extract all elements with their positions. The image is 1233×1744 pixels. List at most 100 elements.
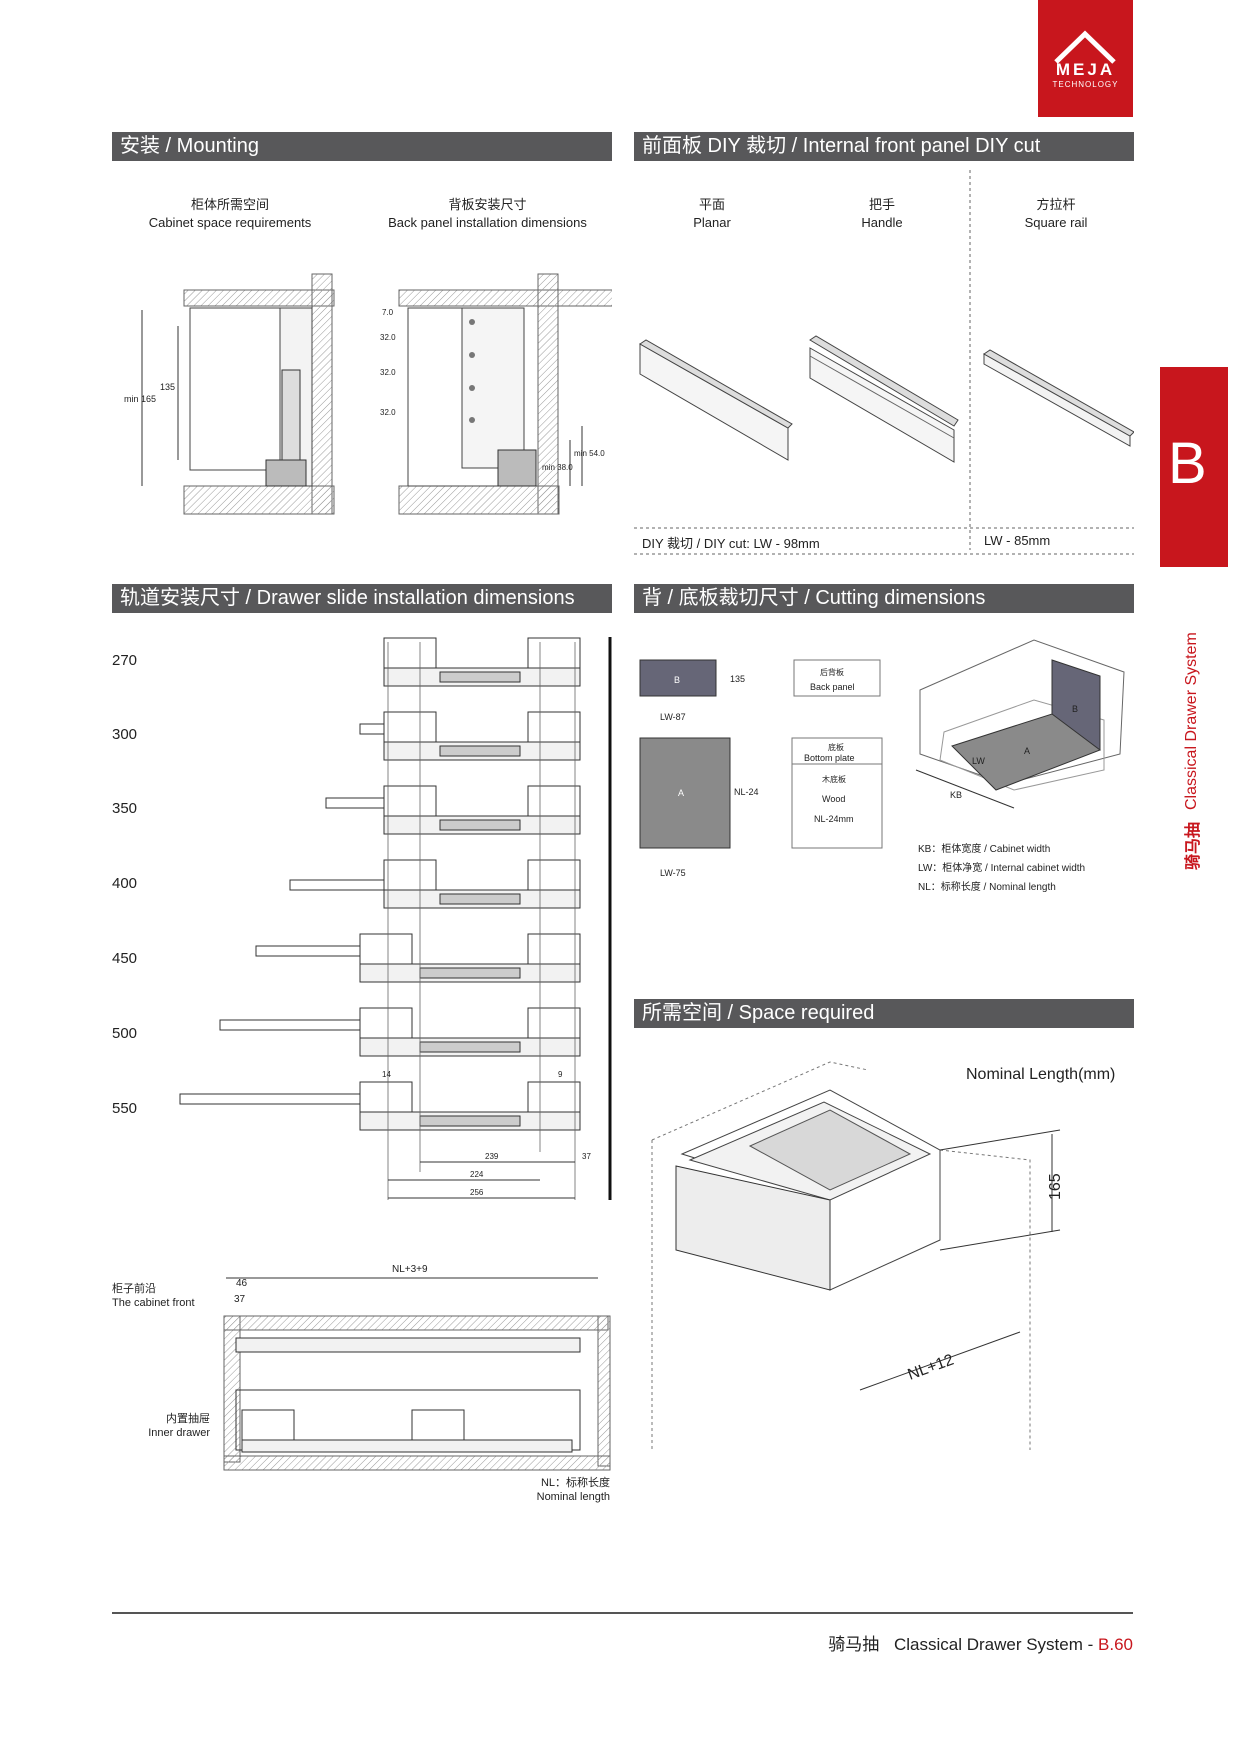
wood-nl: NL-24mm <box>814 814 854 824</box>
dim-224: 224 <box>470 1170 484 1179</box>
dim-14: 14 <box>382 1070 391 1079</box>
iso-b: B <box>1072 704 1078 714</box>
dim-32c: 32.0 <box>380 408 396 417</box>
back-panel-cn: 后背板 <box>820 667 844 677</box>
note-cn: NL：标称长度 <box>540 1477 610 1489</box>
slide-row <box>179 1081 581 1131</box>
cabinet-front-label: 柜子前沿 The cabinet front <box>112 1282 195 1310</box>
header-cutting: 背 / 底板裁切尺寸 / Cutting dimensions <box>634 584 1134 613</box>
vertical-title-en: Classical Drawer System <box>1183 632 1200 810</box>
caption-en: Square rail <box>1024 215 1088 230</box>
brand-sub: TECHNOLOGY <box>1052 80 1119 89</box>
back-panel-en: Back panel <box>810 682 855 692</box>
cutting-drawings: B 135 LW-87 A NL-24 LW-75 后背板 Back panel… <box>639 639 1125 878</box>
dim-135: 135 <box>160 382 175 392</box>
slide-row <box>325 785 581 835</box>
brand-logo: MEJA TECHNOLOGY <box>1038 0 1133 117</box>
caption-cn: 把手 <box>868 197 895 212</box>
cut-lw87: LW-87 <box>660 712 686 722</box>
dim-256: 256 <box>470 1188 484 1197</box>
caption-cn: 背板安装尺寸 <box>448 197 527 212</box>
nominal-length-label: Nominal Length(mm) <box>966 1066 1116 1083</box>
slide-row <box>383 637 581 687</box>
header-space: 所需空间 / Space required <box>634 999 1134 1028</box>
slide-row <box>359 711 581 761</box>
slide-installation-drawing: 14 9 239 37 224 256 <box>179 637 612 1200</box>
diy-note-2: LW - 85mm <box>984 533 1051 548</box>
header-mounting: 安装 / Mounting <box>112 132 612 161</box>
caption-cn: 方拉杆 <box>1036 197 1076 212</box>
iso-lw: LW <box>972 756 985 766</box>
cut-a: A <box>678 788 684 798</box>
length-label: 450 <box>112 950 138 967</box>
caption-square-rail: 方拉杆 Square rail <box>1006 196 1106 232</box>
diy-note-1: DIY 裁切 / DIY cut: LW - 98mm <box>642 536 820 551</box>
cabinet-space-drawing <box>141 273 335 515</box>
space-required-drawing: 165 NL+12 <box>651 1061 1064 1450</box>
iso-a: A <box>1024 746 1030 756</box>
dim-min165: min 165 <box>124 394 156 404</box>
length-label: 300 <box>112 726 138 743</box>
legend-lw: LW：柜体净宽 / Internal cabinet width <box>918 863 1086 874</box>
diy-panels <box>634 170 1134 555</box>
dim-32a: 32.0 <box>380 333 396 342</box>
dim-nl39: NL+3+9 <box>392 1264 428 1275</box>
section-letter: B <box>1168 431 1207 496</box>
label-en: The cabinet front <box>112 1297 195 1309</box>
footer-rule <box>112 1612 1133 1614</box>
label-cn: 柜子前沿 <box>112 1283 156 1295</box>
slide-row <box>255 933 581 983</box>
length-label: 500 <box>112 1025 138 1042</box>
dim-165: 165 <box>1047 1173 1064 1200</box>
dim-32b: 32.0 <box>380 368 396 377</box>
length-label: 550 <box>112 1100 138 1117</box>
bottom-plate-en: Bottom plate <box>804 753 855 763</box>
length-label: 400 <box>112 875 138 892</box>
nominal-length-note: NL：标称长度 Nominal length <box>498 1476 610 1504</box>
dim-239: 239 <box>485 1152 499 1161</box>
cut-b: B <box>674 675 680 685</box>
legend-kb: KB：柜体宽度 / Cabinet width <box>918 844 1051 855</box>
caption-back-panel: 背板安装尺寸 Back panel installation dimension… <box>370 196 605 232</box>
header-slide: 轨道安装尺寸 / Drawer slide installation dimen… <box>112 584 612 613</box>
legend-nl: NL：标称长度 / Nominal length <box>918 882 1056 893</box>
cut-135: 135 <box>730 674 745 684</box>
vertical-section-title: Classical Drawer System 骑马抽 <box>1183 632 1202 870</box>
dim-37: 37 <box>582 1152 591 1161</box>
dim-nl12: NL+12 <box>906 1351 957 1383</box>
brand-name: MEJA <box>1055 60 1116 79</box>
dim-7: 7.0 <box>382 308 394 317</box>
note-en: Nominal length <box>536 1491 610 1503</box>
footer-page: B.60 <box>1098 1635 1133 1654</box>
cut-nl24: NL-24 <box>734 787 759 797</box>
caption-handle: 把手 Handle <box>832 196 932 232</box>
side-view-drawing: NL+3+9 46 37 <box>223 1264 611 1471</box>
inner-drawer-label: 内置抽屉 Inner drawer <box>140 1412 210 1440</box>
dim-min38: min 38.0 <box>542 463 573 472</box>
slide-row <box>219 1007 581 1057</box>
dim-37-side: 37 <box>234 1294 246 1305</box>
caption-cn: 柜体所需空间 <box>190 197 269 212</box>
label-en: Inner drawer <box>148 1427 210 1439</box>
section-tab <box>1160 367 1228 567</box>
dim-9: 9 <box>558 1070 563 1079</box>
caption-en: Back panel installation dimensions <box>388 215 587 230</box>
footer-en: Classical Drawer System - <box>893 1635 1099 1654</box>
caption-en: Planar <box>693 215 731 230</box>
wood-cn: 木底板 <box>822 774 846 784</box>
slide-row <box>289 859 581 909</box>
dim-46: 46 <box>236 1278 248 1289</box>
mounting-drawings: min 165 135 7.0 32.0 32.0 32.0 min 54.0 … <box>124 273 612 515</box>
caption-planar: 平面 Planar <box>662 196 762 232</box>
wood-en: Wood <box>822 794 845 804</box>
house-roof-icon <box>1054 30 1116 64</box>
length-label: 270 <box>112 652 138 669</box>
bottom-plate-cn: 底板 <box>828 742 844 752</box>
footer-cn: 骑马抽 <box>828 1635 880 1654</box>
cut-lw75: LW-75 <box>660 868 686 878</box>
caption-cn: 平面 <box>698 197 725 212</box>
dim-min54: min 54.0 <box>574 449 605 458</box>
vertical-title-cn: 骑马抽 <box>1183 822 1202 870</box>
caption-cabinet-space: 柜体所需空间 Cabinet space requirements <box>120 196 340 232</box>
caption-en: Handle <box>861 215 903 230</box>
